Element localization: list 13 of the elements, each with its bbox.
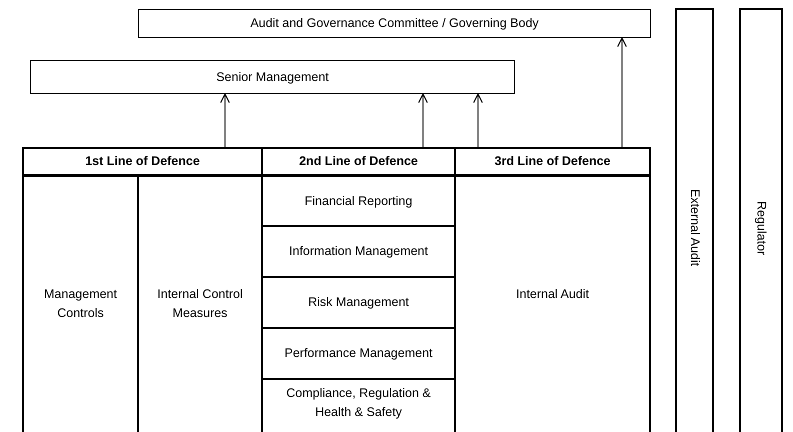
arrow: [220, 93, 230, 148]
table-cell: Management Controls: [22, 175, 139, 432]
column-header: 2nd Line of Defence: [261, 147, 456, 176]
side-bar: External Audit: [675, 8, 714, 432]
table-cell: Internal Audit: [454, 175, 651, 432]
label-box: Senior Management: [30, 60, 515, 94]
column-header: 1st Line of Defence: [22, 147, 263, 176]
arrow: [616, 37, 628, 148]
side-bar: Regulator: [739, 8, 783, 432]
label-box: Audit and Governance Committee / Governing Body: [138, 9, 651, 38]
column-header: 3rd Line of Defence: [454, 147, 651, 176]
arrow: [472, 93, 484, 148]
arrow: [418, 93, 428, 148]
